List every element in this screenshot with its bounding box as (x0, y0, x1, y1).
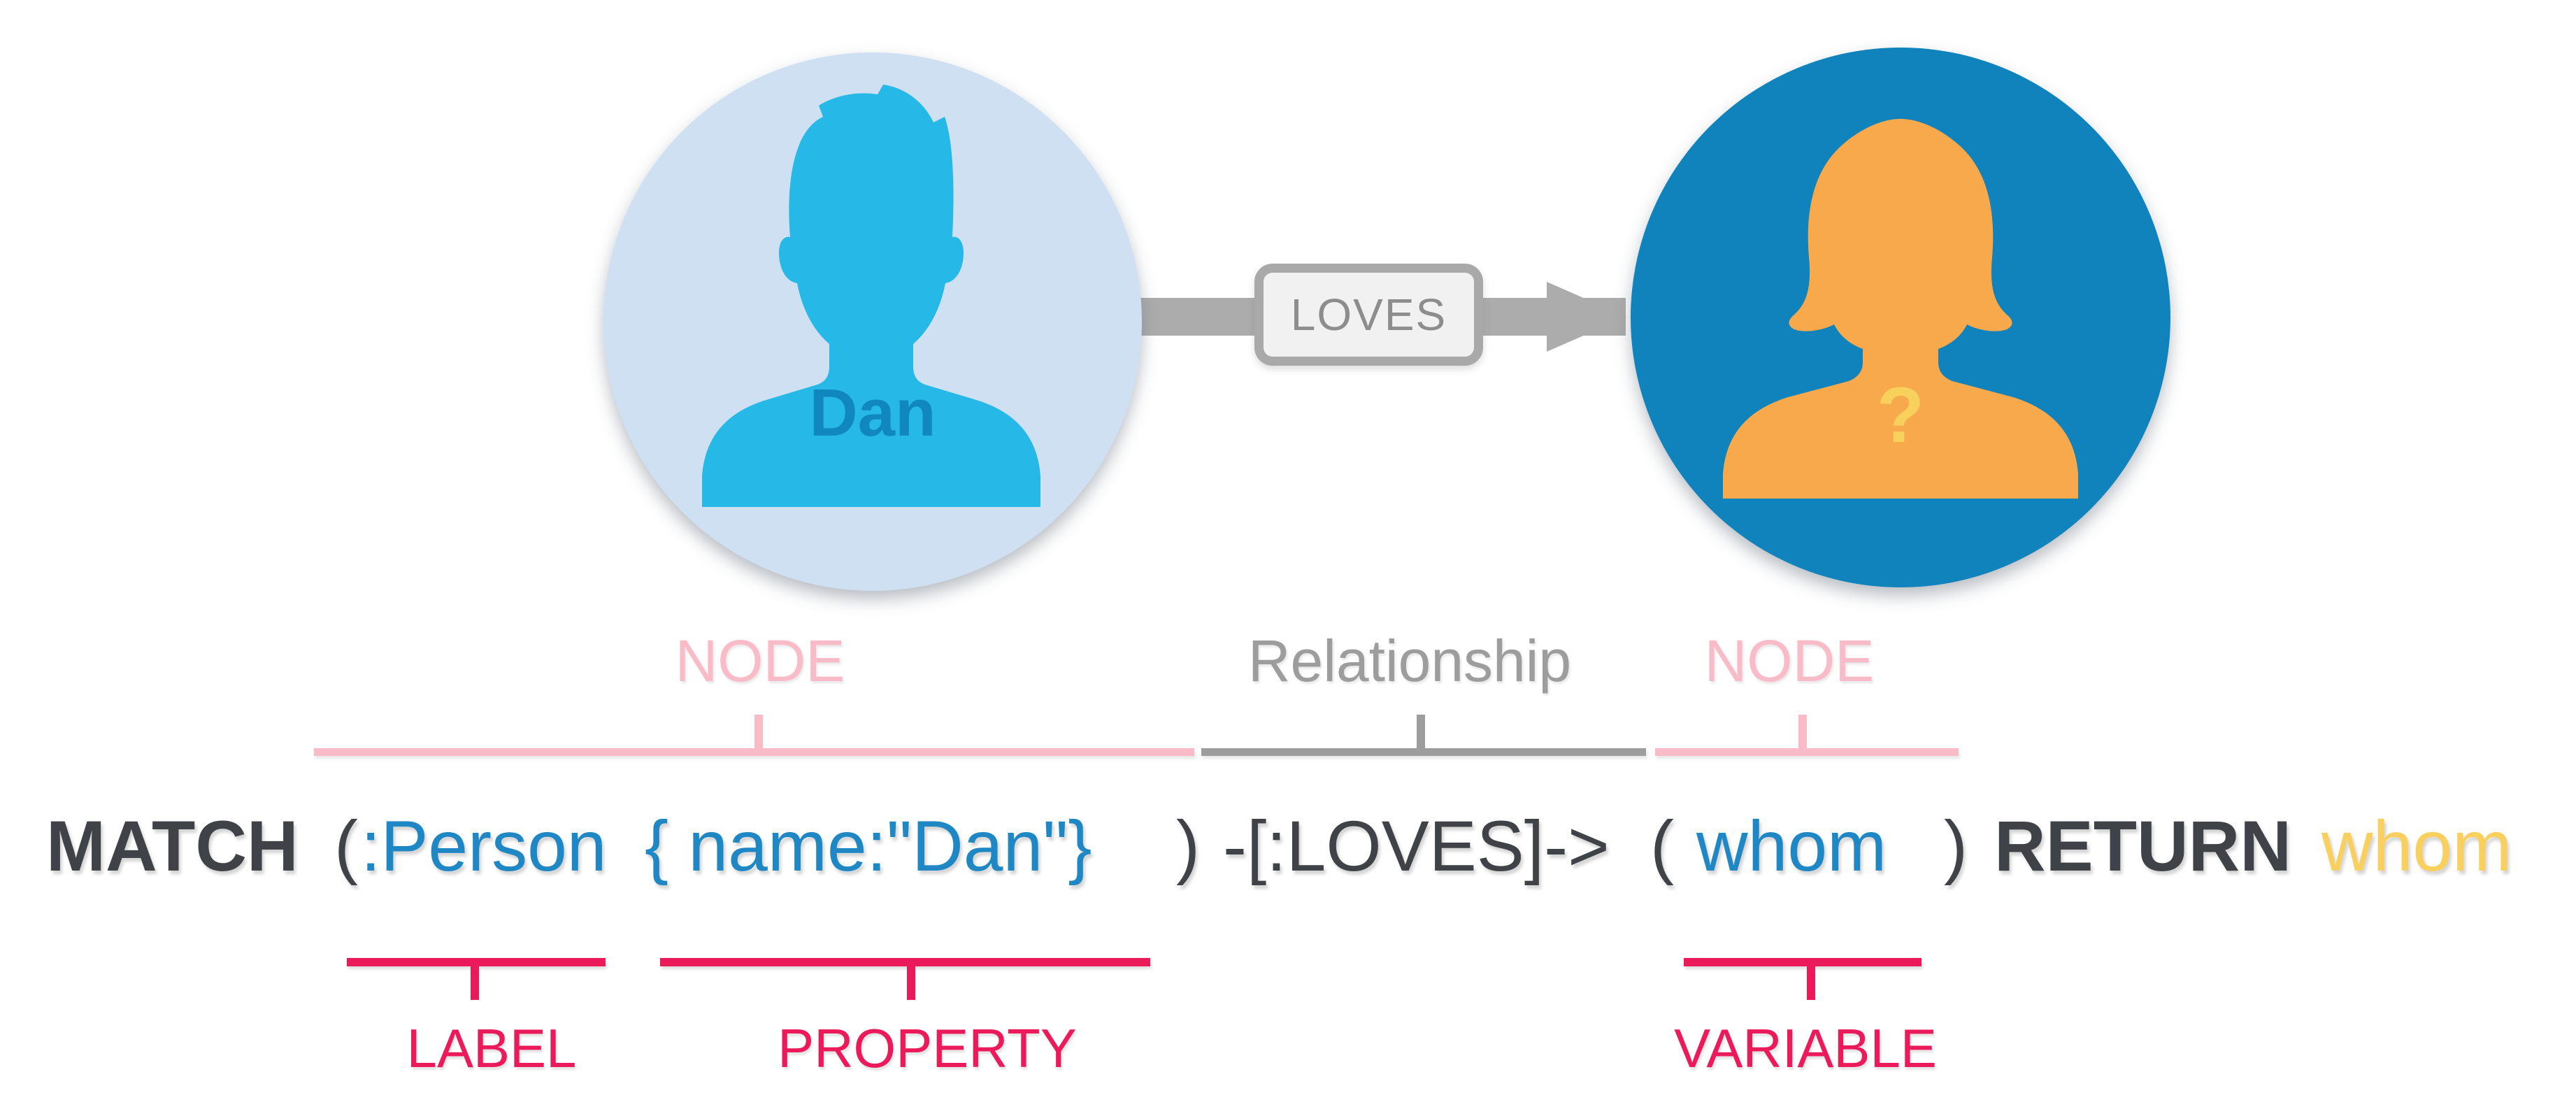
label-annotation: LABEL (406, 1017, 577, 1079)
node-name-dan: Dan (809, 375, 936, 450)
variable-bracket-tick (1807, 958, 1815, 1000)
query-token-return: RETURN (1994, 806, 2291, 886)
person-node-dan: Dan (603, 52, 1142, 591)
relationship-type-box: LOVES (1254, 264, 1483, 366)
node-bracket-right (1655, 748, 1959, 756)
female-silhouette-icon (1723, 119, 2078, 499)
query-token-property: { name:"Dan"} (645, 806, 1092, 886)
query-token-close-paren-2: ) (1944, 806, 1968, 886)
query-token-close-paren-1: ) (1176, 806, 1200, 886)
node-annotation-right: NODE (1704, 628, 1875, 694)
property-bracket (660, 958, 1150, 966)
node-bracket-left-tick (754, 715, 763, 756)
query-token-variable: whom (1696, 806, 1887, 886)
variable-bracket (1684, 958, 1922, 966)
relationship-arrow-head-icon (1547, 282, 1626, 352)
male-silhouette-icon (702, 85, 1040, 507)
query-token-open-paren-1: ( (334, 806, 358, 886)
property-bracket-tick (907, 958, 915, 1000)
person-node-unknown: ? (1631, 48, 2170, 587)
node-name-unknown: ? (1876, 371, 1925, 459)
node-annotation-left: NODE (675, 628, 845, 694)
query-token-relationship: -[:LOVES]-> (1223, 806, 1610, 886)
relationship-annotation: Relationship (1247, 628, 1572, 694)
variable-annotation: VARIABLE (1674, 1017, 1937, 1079)
query-token-return-variable: whom (2321, 806, 2512, 886)
node-bracket-left (314, 748, 1194, 756)
query-token-label: :Person (361, 806, 607, 886)
query-token-match: MATCH (46, 806, 299, 886)
relationship-type-label: LOVES (1290, 289, 1447, 340)
label-bracket-tick (471, 958, 479, 1000)
relationship-bracket-tick (1417, 715, 1425, 756)
query-token-open-paren-2: ( (1650, 806, 1674, 886)
node-bracket-right-tick (1798, 715, 1807, 756)
property-annotation: PROPERTY (778, 1017, 1077, 1079)
